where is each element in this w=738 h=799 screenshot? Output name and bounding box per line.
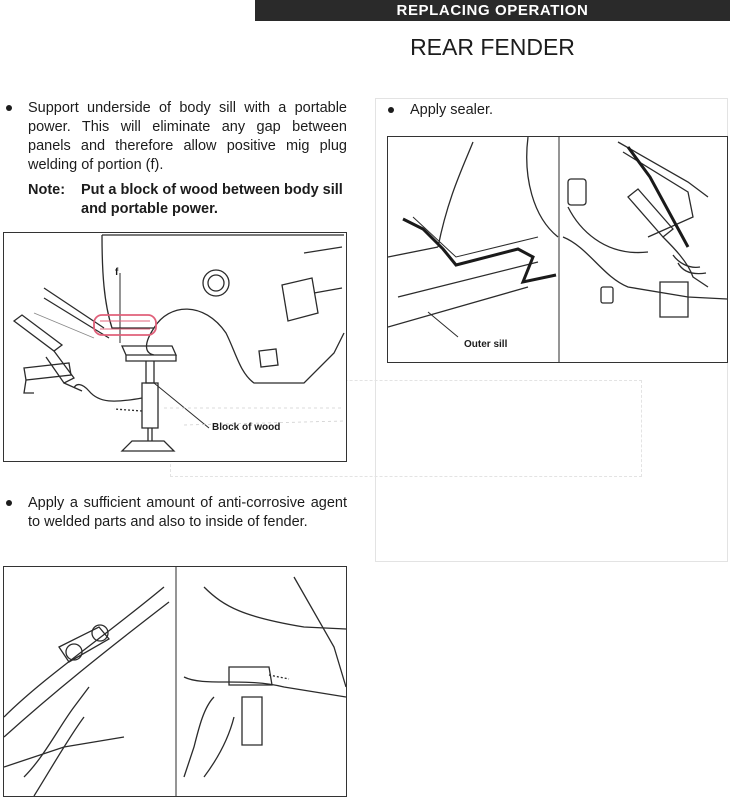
- figure-sill-support: f Block of wood: [3, 232, 347, 462]
- label-outer-sill: Outer sill: [464, 339, 508, 350]
- section-header: REPLACING OPERATION: [255, 0, 730, 21]
- label-f: f: [115, 267, 119, 278]
- step-anti-corrosive: Apply a sufficient amount of anti-corros…: [6, 494, 347, 554]
- page-title: REAR FENDER: [410, 34, 575, 60]
- illustration-anti-corrosive: [4, 567, 346, 796]
- bullet-icon: [388, 107, 394, 113]
- note-text: Put a block of wood between body sill an…: [81, 182, 343, 217]
- note-label: Note:: [28, 182, 66, 198]
- illustration-sill-support: [12, 234, 345, 452]
- illustration-sealer: [388, 137, 727, 362]
- step-text: Apply a sufficient amount of anti-corros…: [28, 495, 347, 530]
- bullet-icon: [6, 500, 12, 506]
- figure-anti-corrosive: [3, 566, 347, 797]
- bullet-icon: [6, 105, 12, 111]
- label-block-of-wood: Block of wood: [212, 422, 281, 433]
- figure-sealer: Outer sill: [387, 136, 728, 363]
- step-text: Support underside of body sill with a po…: [28, 100, 347, 173]
- step-support-sill: Support underside of body sill with a po…: [6, 99, 347, 179]
- step-apply-sealer: Apply sealer.: [388, 101, 708, 123]
- step-text: Apply sealer.: [410, 102, 494, 118]
